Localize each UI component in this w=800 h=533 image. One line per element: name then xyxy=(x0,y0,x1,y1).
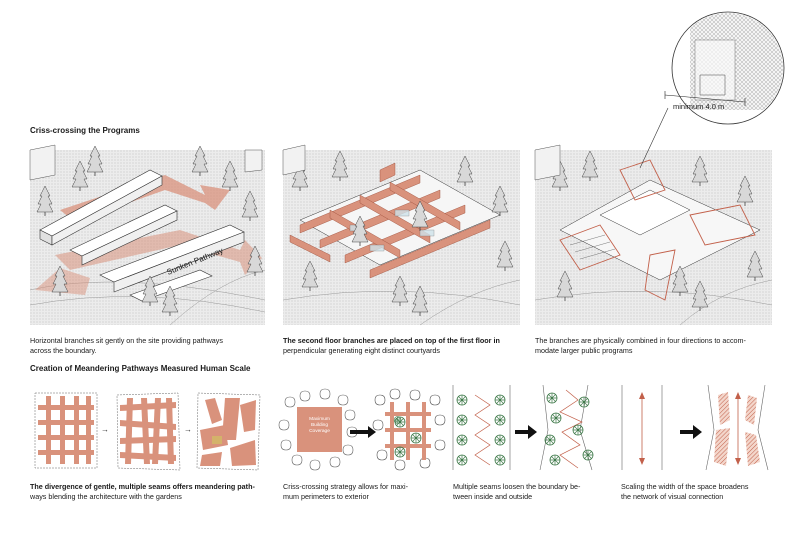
coverage-box-label: Maximum Building Coverage xyxy=(309,417,330,434)
caption-panel-2: The second floor branches are placed on … xyxy=(283,336,500,355)
axon-panel-2 xyxy=(282,144,521,326)
svg-text:→: → xyxy=(101,425,109,434)
diagram-seams xyxy=(452,384,594,471)
caption-panel-1: Horizontal branches sit gently on the si… xyxy=(30,336,223,355)
max-building-coverage-box xyxy=(297,407,342,452)
diagram-coverage xyxy=(278,388,446,471)
svg-text:→: → xyxy=(184,425,192,434)
section-heading-meandering: Creation of Meandering Pathways Measured… xyxy=(30,364,251,373)
dimension-label: minimum 4.0 m xyxy=(673,102,725,111)
diagram-width-scaling xyxy=(621,384,769,471)
diagram-grid-divergence: → → xyxy=(34,392,261,471)
detail-callout xyxy=(664,11,785,125)
axon-panel-3 xyxy=(534,107,773,326)
caption-diagram-4: Scaling the width of the space broadens … xyxy=(621,482,749,501)
caption-diagram-2: Criss-crossing strategy allows for maxi-… xyxy=(283,482,409,501)
caption-panel-3: The branches are physically combined in … xyxy=(535,336,746,355)
caption-diagram-1: The divergence of gentle, multiple seams… xyxy=(30,482,255,501)
caption-diagram-3: Multiple seams loosen the boundary be- t… xyxy=(453,482,581,501)
section-heading-criss-crossing: Criss-crossing the Programs xyxy=(30,126,140,135)
axon-panel-1: Sunken Pathway xyxy=(29,144,266,326)
